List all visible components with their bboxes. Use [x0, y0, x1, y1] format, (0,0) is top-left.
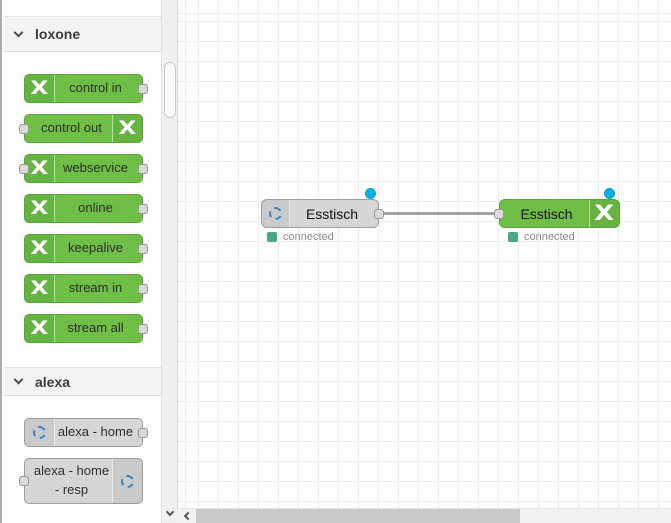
- alexa-ring-icon: [25, 419, 55, 446]
- palette-category-header-loxone[interactable]: loxone: [4, 16, 161, 52]
- chevron-down-icon: [13, 374, 24, 385]
- palette-node-label: control in: [69, 80, 122, 96]
- alexa-ring-glyph: [121, 474, 134, 488]
- palette-node-keepalive[interactable]: X keepalive: [24, 234, 148, 263]
- output-port[interactable]: [138, 427, 148, 438]
- palette-node-label: stream all: [67, 320, 124, 336]
- node-changed-indicator: [604, 188, 615, 199]
- output-port[interactable]: [138, 163, 148, 174]
- status-text: connected: [524, 231, 575, 243]
- loxone-x-icon: X: [25, 195, 55, 222]
- loxone-x-icon: X: [112, 115, 142, 142]
- loxone-x-glyph: X: [30, 317, 49, 339]
- node-palette: loxone X control in control out X X webs…: [0, 0, 179, 523]
- output-port[interactable]: [374, 208, 384, 219]
- palette-node-stream-in[interactable]: X stream in: [24, 274, 148, 303]
- chevron-down-icon: [165, 507, 175, 516]
- wire-connection[interactable]: [378, 212, 504, 215]
- loxone-x-glyph: X: [30, 157, 49, 179]
- node-status: connected: [267, 231, 334, 243]
- loxone-x-icon: X: [25, 155, 55, 182]
- loxone-x-glyph: X: [30, 237, 49, 259]
- loxone-x-icon: X: [589, 200, 619, 227]
- loxone-x-icon: X: [25, 235, 55, 262]
- flow-node-alexa-home-esstisch[interactable]: Esstisch: [261, 199, 384, 228]
- output-port[interactable]: [138, 203, 148, 214]
- node-label: Esstisch: [305, 205, 359, 222]
- loxone-x-glyph: X: [30, 277, 49, 299]
- palette-node-label: webservice: [62, 160, 129, 176]
- canvas-horizontal-scrollbar[interactable]: [177, 508, 671, 523]
- output-port[interactable]: [138, 83, 148, 94]
- palette-category-header-alexa[interactable]: alexa: [4, 367, 161, 396]
- flow-node-loxone-esstisch[interactable]: Esstisch X: [494, 199, 620, 228]
- palette-node-control-out[interactable]: control out X: [19, 114, 143, 143]
- status-connected-icon: [508, 232, 518, 242]
- alexa-ring-icon: [262, 200, 290, 227]
- palette-scrollbar-thumb[interactable]: [164, 62, 176, 118]
- palette-scroll-down-button[interactable]: [162, 505, 178, 521]
- alexa-ring-glyph: [33, 426, 46, 439]
- loxone-x-icon: X: [25, 75, 55, 102]
- palette-node-label: alexa - home - resp: [33, 463, 110, 497]
- palette-node-alexa-home[interactable]: alexa - home: [24, 418, 148, 447]
- palette-node-label: keepalive: [68, 240, 123, 256]
- palette-node-alexa-home-resp[interactable]: alexa - home - resp: [19, 458, 143, 504]
- loxone-x-glyph: X: [30, 77, 49, 99]
- palette-category-label: alexa: [35, 373, 71, 390]
- palette-node-webservice[interactable]: X webservice: [19, 154, 148, 183]
- palette-category-label: loxone: [35, 26, 81, 42]
- input-port[interactable]: [19, 476, 29, 486]
- palette-node-stream-all[interactable]: X stream all: [24, 314, 148, 343]
- node-label: Esstisch: [520, 205, 573, 222]
- palette-node-label: stream in: [68, 280, 123, 296]
- chevron-down-icon: [13, 27, 24, 37]
- output-port[interactable]: [138, 283, 148, 294]
- input-port[interactable]: [19, 163, 29, 174]
- palette-node-control-in[interactable]: X control in: [24, 74, 148, 103]
- node-status: connected: [508, 231, 575, 243]
- palette-partial-row: [4, 0, 161, 15]
- input-port[interactable]: [494, 208, 504, 219]
- loxone-x-glyph: X: [30, 197, 49, 219]
- palette-node-label: alexa - home: [57, 424, 134, 440]
- alexa-ring-icon: [112, 459, 142, 503]
- palette-node-label: control out: [41, 120, 102, 136]
- palette-node-label: online: [78, 200, 113, 216]
- node-changed-indicator: [365, 188, 376, 199]
- scroll-left-button[interactable]: [179, 509, 195, 523]
- loxone-x-glyph: X: [118, 117, 137, 139]
- input-port[interactable]: [19, 123, 29, 134]
- output-port[interactable]: [138, 243, 148, 254]
- loxone-x-icon: X: [25, 275, 55, 302]
- output-port[interactable]: [138, 323, 148, 334]
- loxone-x-icon: X: [25, 315, 55, 342]
- horizontal-scrollbar-thumb[interactable]: [196, 509, 520, 523]
- status-connected-icon: [267, 232, 277, 242]
- loxone-x-glyph: X: [594, 201, 615, 225]
- alexa-ring-glyph: [269, 207, 282, 220]
- palette-node-online[interactable]: X online: [24, 194, 148, 223]
- chevron-left-icon: [183, 511, 193, 521]
- flow-canvas[interactable]: Esstisch connected Esstisch X connected: [177, 0, 671, 508]
- status-text: connected: [283, 231, 334, 243]
